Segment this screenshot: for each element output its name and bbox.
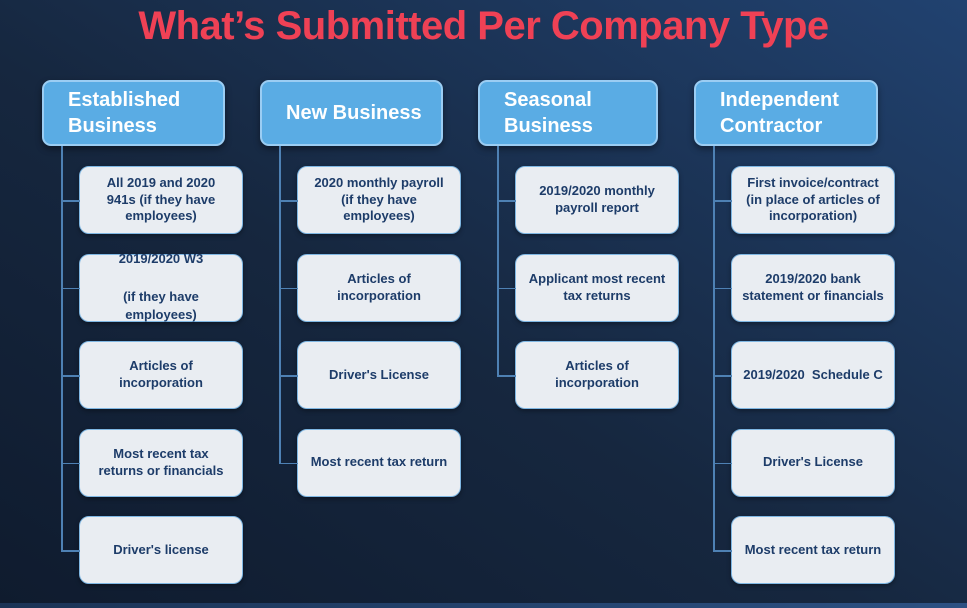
item-box: Driver's License: [278, 341, 461, 409]
connector-stub: [496, 287, 516, 289]
item-box: First invoice/contract (in place of arti…: [712, 166, 895, 234]
item-list: 2019/2020 monthly payroll report Applica…: [496, 166, 679, 409]
item-label: 2019/2020 bank statement or financials: [742, 270, 884, 303]
item-box: Articles of incorporation: [60, 341, 243, 409]
bottom-accent-bar: [0, 603, 967, 608]
connector-stub: [60, 375, 80, 377]
item-label: Driver's license: [113, 541, 209, 557]
item-label: Most recent tax return: [744, 541, 882, 557]
item-list: First invoice/contract (in place of arti…: [712, 166, 895, 584]
item-box: Most recent tax return: [278, 428, 461, 497]
connector-line: [497, 146, 499, 375]
item-label: Articles of incorporation: [119, 358, 203, 390]
item-label: Applicant most recent tax returns: [528, 270, 666, 303]
item-label: Driver's License: [763, 454, 863, 470]
connector-line: [279, 146, 281, 463]
column-header-seasonal-business: Seasonal Business: [478, 80, 658, 146]
item-label: Articles of incorporation: [555, 358, 639, 390]
column-header-independent-contractor: Independent Contractor: [694, 80, 878, 146]
item-box: 2019/2020 monthly payroll report: [496, 166, 679, 234]
item-box: Most recent tax return: [712, 516, 895, 584]
page-title: What’s Submitted Per Company Type: [138, 4, 829, 48]
connector-stub: [60, 550, 80, 552]
item-label: All 2019 and 2020 941s (if they have emp…: [106, 175, 216, 224]
column-new-business: New Business 2020 monthly payroll (if th…: [260, 80, 461, 497]
column-header-new-business: New Business: [260, 80, 443, 146]
connector-stub: [60, 200, 80, 202]
connector-stub: [712, 200, 732, 202]
column-established-business: Established Business All 2019 and 2020 9…: [42, 80, 243, 584]
item-box: Most recent tax returns or financials: [60, 428, 243, 497]
column-seasonal-business: Seasonal Business 2019/2020 monthly payr…: [478, 80, 679, 409]
connector-stub: [278, 200, 298, 202]
item-box: Driver's license: [60, 516, 243, 584]
item-list: 2020 monthly payroll (if they have emplo…: [278, 166, 461, 497]
item-box: 2019/2020 Schedule C: [712, 341, 895, 409]
item-box: Driver's License: [712, 428, 895, 497]
connector-line: [61, 146, 63, 550]
connector-stub: [712, 375, 732, 377]
item-box: 2019/2020 bank statement or financials: [712, 253, 895, 322]
connector-stub: [496, 200, 516, 202]
item-label: 2020 monthly payroll (if they have emplo…: [314, 175, 444, 224]
connector-stub: [60, 462, 80, 464]
column-independent-contractor: Independent Contractor First invoice/con…: [694, 80, 895, 584]
connector-stub: [496, 375, 516, 377]
column-header-established-business: Established Business: [42, 80, 225, 146]
item-box: 2019/2020 W3 (if they have employees): [60, 251, 243, 322]
connector-line: [713, 146, 715, 550]
item-label: 2019/2020 monthly payroll report: [539, 183, 655, 215]
connector-stub: [278, 287, 298, 289]
item-box: Articles of incorporation: [496, 341, 679, 409]
item-label: 2019/2020 Schedule C: [743, 366, 883, 382]
item-list: All 2019 and 2020 941s (if they have emp…: [60, 166, 243, 584]
item-box: 2020 monthly payroll (if they have emplo…: [278, 166, 461, 234]
item-label: Most recent tax returns or financials: [98, 445, 224, 478]
connector-stub: [712, 462, 732, 464]
connector-stub: [278, 375, 298, 377]
item-box: Articles of incorporation: [278, 253, 461, 322]
item-box: Applicant most recent tax returns: [496, 253, 679, 322]
item-label: 2019/2020 W3 (if they have employees): [118, 250, 204, 323]
item-label: First invoice/contract (in place of arti…: [746, 175, 880, 224]
item-label: Articles of incorporation: [337, 270, 421, 303]
item-label: Most recent tax return: [310, 454, 448, 470]
item-box: All 2019 and 2020 941s (if they have emp…: [60, 166, 243, 234]
connector-stub: [60, 287, 80, 289]
connector-stub: [712, 287, 732, 289]
connector-stub: [278, 462, 298, 464]
connector-stub: [712, 550, 732, 552]
item-label: Driver's License: [329, 366, 429, 382]
